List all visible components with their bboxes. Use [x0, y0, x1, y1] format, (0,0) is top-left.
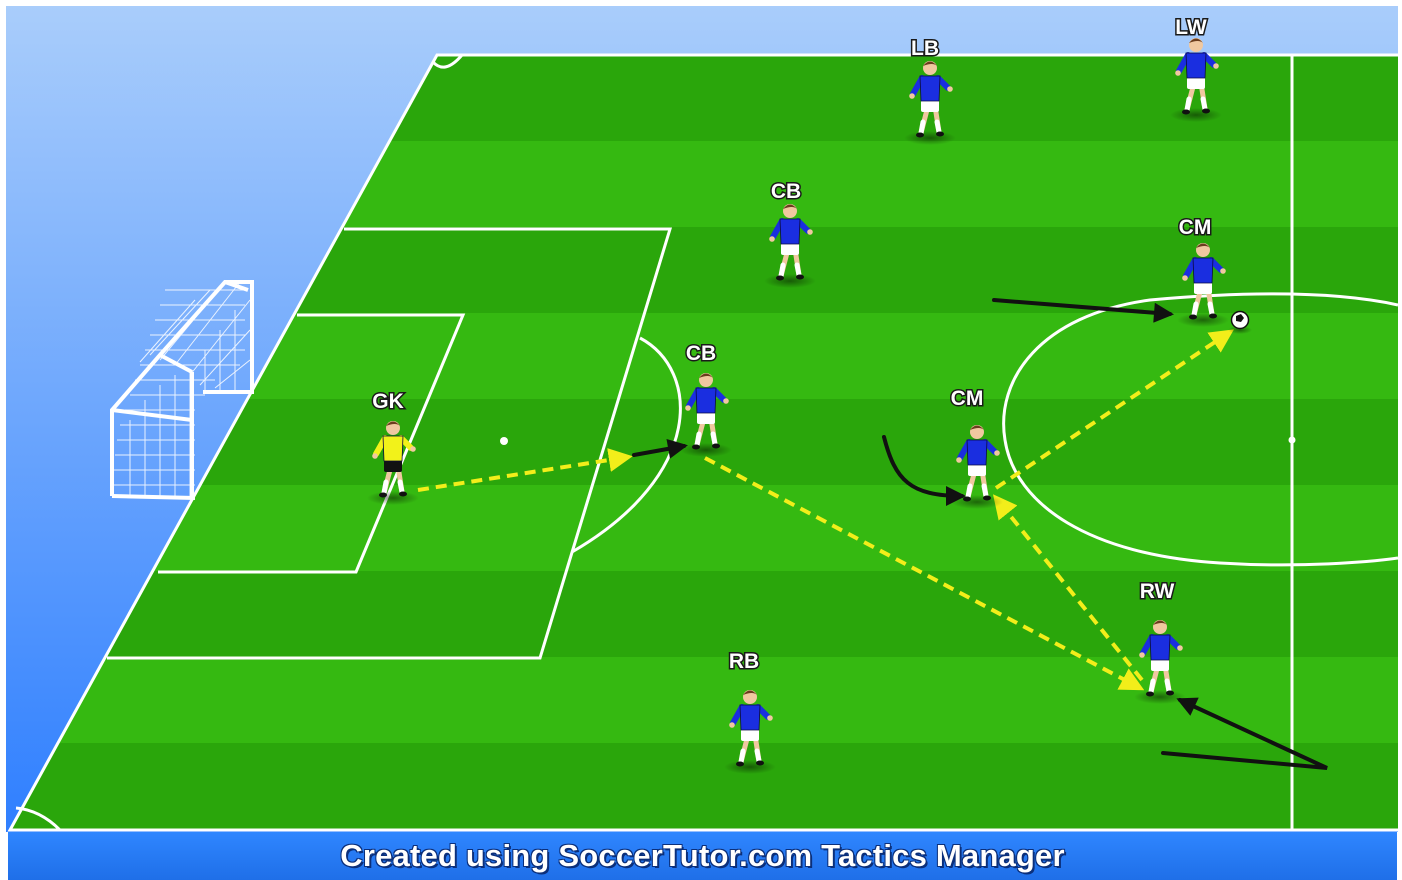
cm1-run: [992, 298, 1174, 323]
pass-rw-cm2: [992, 494, 1144, 682]
player-label-rw: RW: [1140, 580, 1175, 603]
player-label-gk: GK: [372, 390, 404, 413]
penalty-arc: [571, 336, 682, 554]
center-spot: [1288, 436, 1296, 444]
player-label-cb1: CB: [771, 180, 801, 203]
touchline: [7, 53, 1398, 832]
player-rw: RW: [1134, 579, 1186, 704]
player-label-lw: LW: [1175, 16, 1207, 39]
corner-arc-top: [431, 54, 464, 69]
penalty-area: [107, 227, 673, 660]
corner-arc-bottom: [15, 806, 62, 832]
player-label-cb2: CB: [686, 342, 716, 365]
player-cb1: CB: [764, 179, 816, 288]
rw-run: [1161, 697, 1328, 770]
player-gk: GK: [367, 389, 419, 505]
player-label-lb: LB: [911, 37, 939, 60]
cm2-run: [882, 435, 966, 506]
players: GK CB CB LB LW CM CM RW RB: [367, 15, 1229, 774]
player-cb2: CB: [680, 341, 732, 457]
player-lb: LB: [904, 36, 956, 145]
player-cm1: CM: [1177, 215, 1229, 327]
penalty-spot: [500, 437, 508, 445]
player-rb: RB: [724, 649, 776, 774]
pass-cm2-cm1: [994, 329, 1234, 490]
ball-icon: [1228, 310, 1252, 334]
cb2-run: [632, 438, 688, 459]
run-arrows: [632, 298, 1328, 770]
player-cm2: CM: [949, 386, 1003, 509]
credit-bar: Created using SoccerTutor.com Tactics Ma…: [8, 832, 1397, 880]
credit-text: Created using SoccerTutor.com Tactics Ma…: [340, 838, 1065, 873]
pass-cb2-rw: [704, 456, 1145, 691]
player-lw: LW: [1170, 15, 1222, 122]
player-label-cm1: CM: [1179, 216, 1212, 239]
goal-icon: [110, 280, 254, 500]
player-label-cm2: CM: [951, 387, 984, 410]
pass-arrows: [417, 329, 1234, 691]
center-circle: [1002, 292, 1399, 567]
player-label-rb: RB: [729, 650, 759, 673]
